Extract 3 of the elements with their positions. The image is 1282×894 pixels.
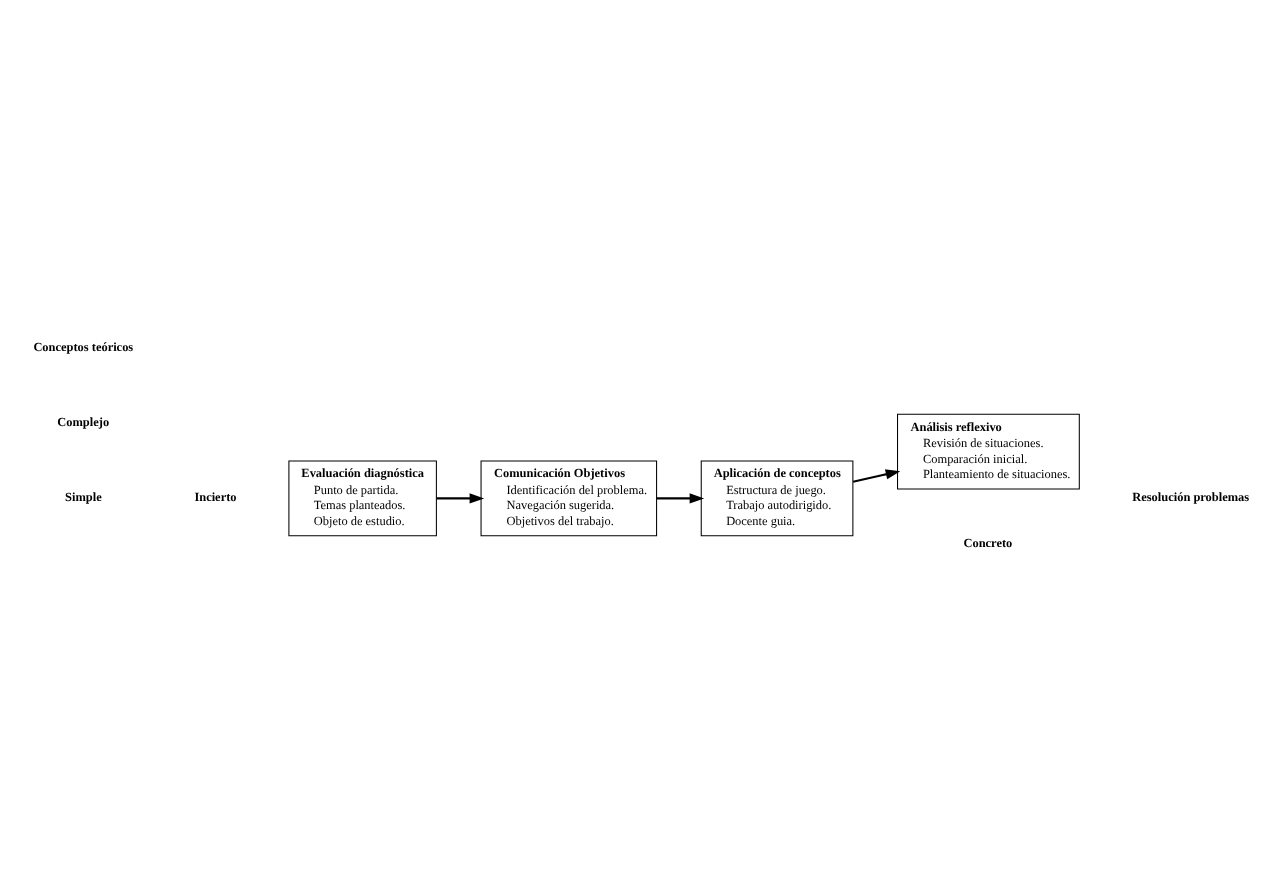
arrow <box>436 493 485 504</box>
arrow <box>852 469 901 483</box>
arrow <box>656 493 705 504</box>
